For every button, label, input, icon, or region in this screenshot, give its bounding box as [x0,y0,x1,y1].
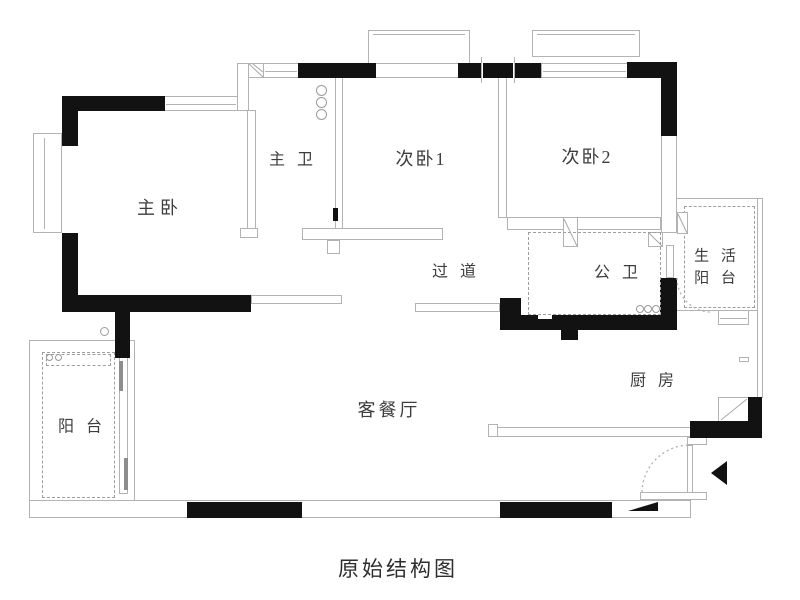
wall-break-tick-2 [514,57,515,83]
room-label-balcony: 阳 台 [57,418,107,436]
publicbath-stack-circle-3 [652,305,660,313]
balcony-planter-circle-1 [46,354,53,361]
masterbath-stack-circle-2 [316,97,327,108]
masterbath-stack-circle-1 [316,85,327,96]
entry-door-swing-arc-icon [641,444,691,493]
room-label-corridor: 过 道 [431,263,481,281]
wall-black-left-lower [62,233,78,296]
wall-bedroom3-right [661,135,677,233]
room-label-living-dining: 客餐厅 [357,399,421,420]
balcony-sliding-panel-2 [124,458,128,490]
room-label-bedroom3: 次卧2 [561,146,613,167]
balcony-dashed-outline [42,352,115,498]
wall-corridor-north-notch [327,240,340,254]
bay-window-master-bedroom-box [33,133,62,233]
window-master-bath-top [263,63,299,78]
bay-window-master-bedroom-glass-line [44,138,45,229]
room-label-master-bath: 主 卫 [268,151,318,169]
window-master-bedroom-top [164,96,238,111]
wall-black-bottom-seg1 [187,502,302,518]
wall-step-vertical [237,63,249,111]
wall-black-publicbath-bottom [500,315,677,330]
wall-black-top-seg3 [515,63,541,78]
service-balcony-door-leaf [666,245,674,278]
kitchen-south-line [489,427,691,437]
wall-master-bedroom-right [247,110,256,236]
wall-plane-under-bay1 [375,63,459,78]
wall-black-top-seg2 [483,63,513,78]
wall-black-tick-masterbath [333,208,338,221]
wall-black-kitchen-horiz [690,421,760,438]
service-balcony-top-line [677,198,758,199]
room-label-public-bath: 公 卫 [593,264,643,282]
entry-door-leaf [687,445,693,494]
room-label-bedroom2: 次卧1 [395,148,447,169]
wall-black-masterbath-top [298,63,376,78]
room-label-master-bedroom: 主卧 [137,197,183,218]
wall-black-masterbed-bottom [62,295,251,312]
wall-black-publicbath-stub [561,330,578,340]
wall-master-bedroom-right-foot [240,228,258,238]
masterbath-stack-circle-3 [316,109,327,120]
wall-black-bottom-seg2 [500,502,612,518]
wall-black-top-seg1 [458,63,481,78]
publicbath-stack-circle-2 [644,305,652,313]
room-label-service-balcony: 生 活 阳 台 [694,248,740,286]
bay-window-bedroom3-glass-line [537,34,635,35]
kitchen-north-window [718,310,749,325]
wall-black-left-upper [62,96,78,146]
service-balcony-dashed-outline [684,206,755,308]
bay-window-bedroom2-box [368,30,470,64]
master-bedroom-door-opening [251,295,342,304]
wall-bedroom3-bottom [507,217,661,230]
kitchen-east-window [718,397,749,422]
publicbath-stack-circle-1 [636,305,644,313]
wall-black-topright-vert [661,62,677,136]
plan-title: 原始结构图 [338,557,458,581]
right-wall-tick [739,357,749,362]
wall-corridor-south [415,303,500,312]
bay-window-bedroom2-glass-line [373,34,465,35]
balcony-sliding-panel-1 [119,361,123,391]
entrance-arrow-icon [711,461,727,485]
balcony-planter-circle-2 [55,354,62,361]
balcony-outer-outline [29,340,135,501]
wall-notch-white [538,315,552,319]
wall-black-balcony-stub [115,312,130,358]
wall-jamb-hatch-top [248,63,264,78]
service-balcony-bottom-line [677,310,757,311]
window-bedroom3-top [541,63,628,78]
wall-break-tick-1 [481,57,482,83]
balcony-corner-circle [100,327,109,336]
publicbath-dashed-outline [528,232,661,315]
entry-threshold [640,492,707,500]
kitchen-south-step [488,424,498,437]
wall-black-masterbed-top [62,96,165,111]
wall-bedroom2-bedroom3 [498,77,507,218]
wall-right-exterior [757,198,763,398]
service-balcony-drain-box [677,212,688,234]
wall-corridor-north [302,228,443,240]
room-label-kitchen: 厨 房 [629,372,679,390]
entry-door-jamb [687,437,707,445]
